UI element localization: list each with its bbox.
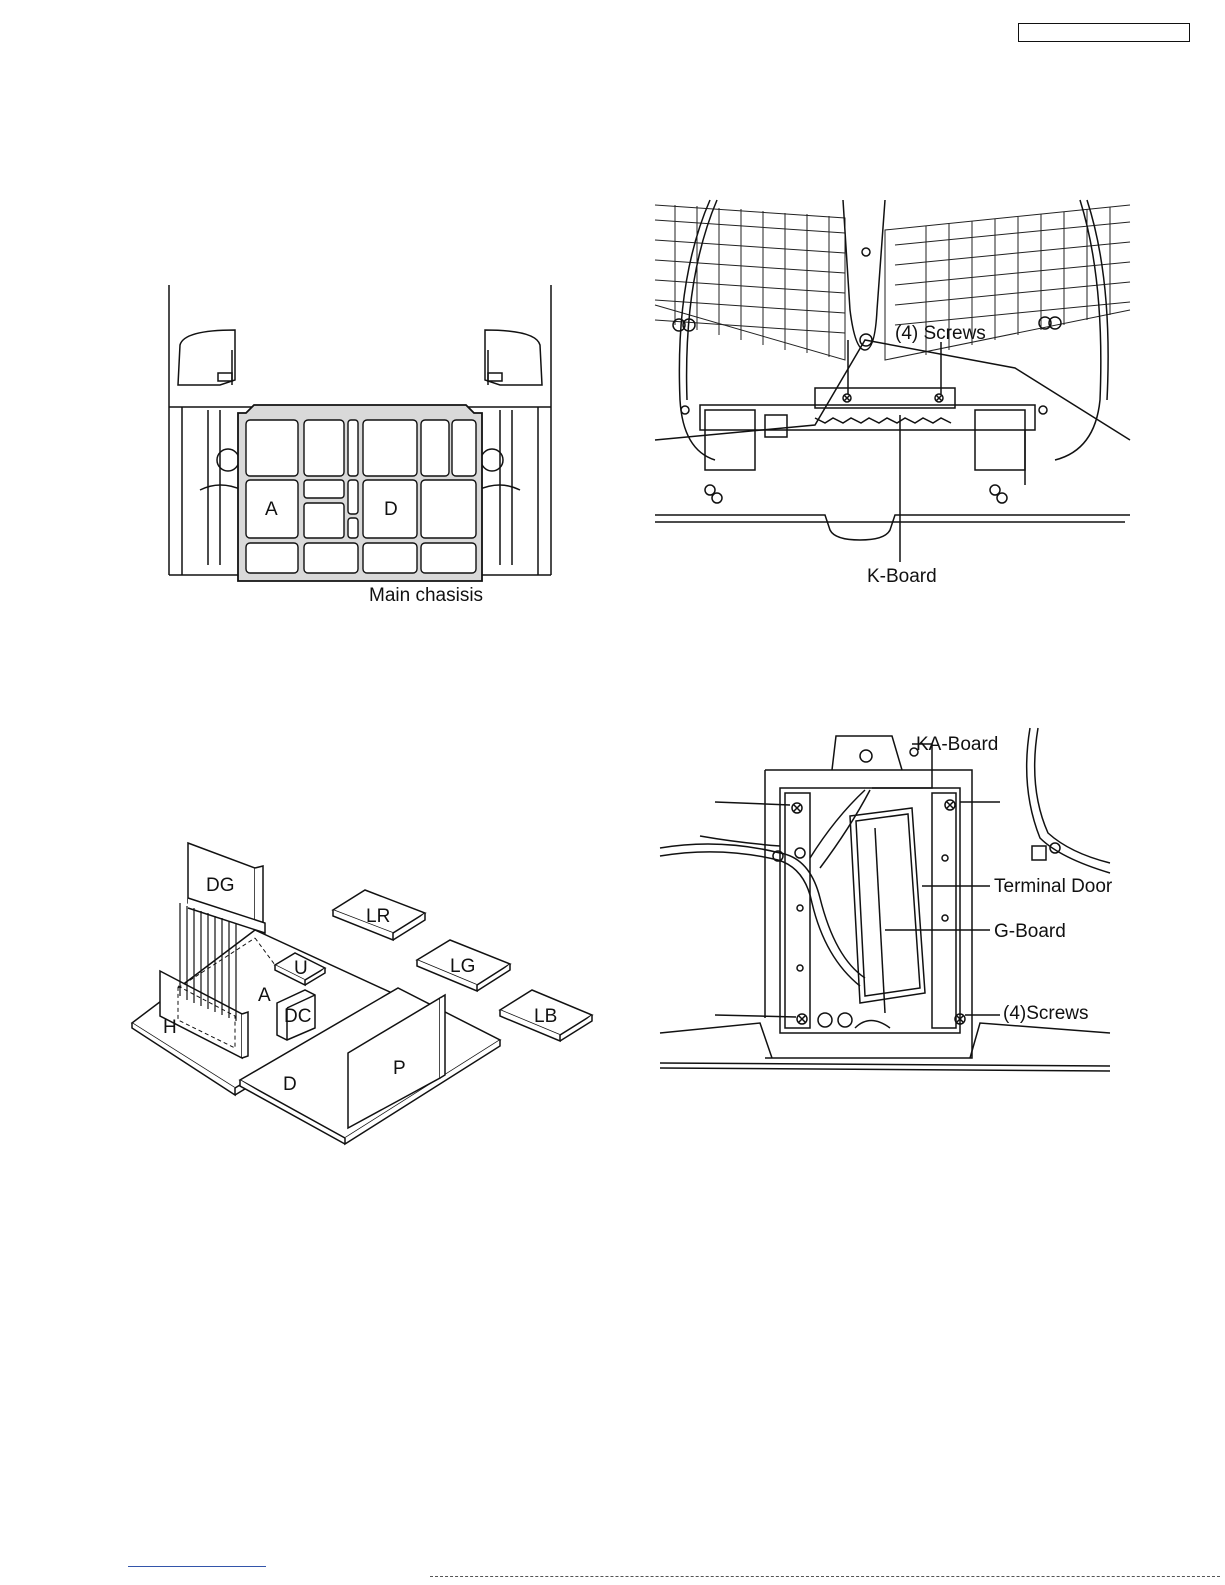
board-lb-label: LB [534, 1006, 557, 1027]
board-a-iso-label: A [258, 985, 271, 1006]
board-h-label: H [163, 1017, 177, 1038]
header-label-box [1018, 23, 1190, 42]
ka-board-label: KA-Board [916, 734, 998, 755]
board-layout-figure: DG LR LG LB U A DC H D P [130, 838, 600, 1148]
board-d-label: D [384, 499, 398, 520]
board-dc-label: DC [284, 1006, 311, 1027]
k-board-screws-label: (4) Screws [895, 323, 986, 344]
k-board-label: K-Board [867, 566, 937, 587]
main-chassis-caption: Main chasisis [369, 585, 483, 606]
board-lr-label: LR [366, 906, 390, 927]
footer-link-underline [128, 1566, 266, 1567]
g-board-screws-label: (4)Screws [1003, 1003, 1089, 1024]
board-d-iso-label: D [283, 1074, 297, 1095]
k-board-figure: (4) Screws K-Board [655, 200, 1130, 590]
board-u-label: U [294, 958, 308, 979]
footer-rule [430, 1576, 1220, 1577]
g-board-figure: KA-Board Terminal Door G-Board (4)Screws [660, 728, 1110, 1078]
board-p-label: P [393, 1058, 406, 1079]
main-chassis-figure: A D Main chasisis [160, 285, 560, 615]
board-lg-label: LG [450, 956, 475, 977]
terminal-door-label: Terminal Door [994, 876, 1113, 897]
board-a-label: A [265, 499, 278, 520]
board-dg-label: DG [206, 875, 235, 896]
g-board-label: G-Board [994, 921, 1066, 942]
